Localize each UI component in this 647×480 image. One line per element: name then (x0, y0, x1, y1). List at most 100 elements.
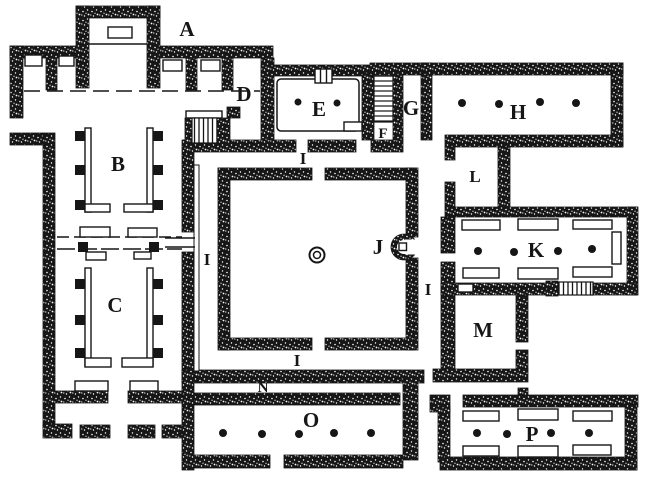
room-label-k: K (528, 238, 545, 262)
column-dot (258, 430, 266, 438)
wall (361, 72, 375, 141)
wall (226, 106, 241, 119)
wall (42, 132, 56, 429)
wall (45, 57, 58, 91)
wall (462, 394, 639, 408)
k-stair-newel (545, 280, 559, 297)
wall (444, 134, 624, 148)
passage-step (79, 226, 111, 238)
bath-steps (314, 68, 333, 84)
wall (184, 117, 193, 144)
column-dot (495, 100, 503, 108)
passage-step (127, 227, 158, 238)
pilaster (149, 242, 159, 252)
column-dot (554, 247, 562, 255)
screen-foot (84, 203, 111, 213)
corridor-label-i-left: I (204, 250, 211, 269)
wall (432, 368, 529, 383)
screen-wall (84, 267, 92, 367)
altar (107, 26, 133, 39)
wall (181, 251, 195, 374)
column-dot (330, 429, 338, 437)
room-label-g: G (403, 96, 419, 120)
apse-niche-j (390, 233, 419, 261)
wall (146, 5, 161, 89)
fountain-outer (308, 246, 326, 264)
room-label-c: C (107, 293, 122, 317)
colonnade-line (193, 164, 200, 372)
pilaster (153, 200, 163, 210)
table (572, 219, 613, 230)
wall (181, 369, 425, 384)
column-dot (294, 98, 302, 106)
wall (497, 146, 511, 208)
pilaster (153, 348, 163, 358)
table (517, 218, 559, 231)
wall (219, 337, 313, 351)
screen-foot (121, 357, 154, 368)
room-label-a: A (179, 17, 195, 41)
wall (444, 206, 638, 218)
table (517, 267, 559, 280)
pilaster (75, 131, 85, 141)
nw-stairs (191, 117, 218, 144)
wall (217, 167, 313, 181)
altar (200, 59, 221, 72)
fountain-inner (312, 250, 322, 260)
screen-wall (84, 127, 92, 213)
pilaster (153, 165, 163, 175)
room-label-b: B (111, 152, 125, 176)
corridor-label-i-top: I (300, 149, 307, 168)
wall (324, 167, 416, 181)
wall (127, 424, 156, 439)
pilaster (75, 165, 85, 175)
corridor-label-i-bottom: I (294, 351, 301, 370)
passage-step (133, 251, 152, 260)
screen-wall (146, 127, 154, 213)
screen-foot (123, 203, 154, 213)
column-dot (572, 99, 580, 107)
wall (437, 406, 451, 463)
columns (219, 98, 596, 438)
wall (626, 206, 639, 296)
masonry-walls (9, 5, 639, 471)
threshold-step (129, 380, 159, 392)
pilaster (153, 131, 163, 141)
wall (47, 390, 109, 404)
wall (324, 337, 416, 351)
fittings (24, 26, 622, 458)
pilaster (75, 200, 85, 210)
wall (440, 216, 456, 254)
wall (370, 139, 404, 153)
pilaster (153, 315, 163, 325)
wall (439, 456, 638, 471)
pilaster (153, 279, 163, 289)
apse-opening (405, 239, 419, 255)
column-dot (458, 99, 466, 107)
wall (515, 349, 529, 371)
room-label-o: O (303, 408, 319, 432)
column-dot (588, 245, 596, 253)
wall (392, 74, 404, 141)
wall (444, 181, 456, 208)
wall (42, 423, 73, 439)
wall (283, 454, 404, 469)
wall (181, 369, 195, 471)
table (572, 444, 612, 456)
wall (79, 424, 111, 439)
k-stairs (557, 281, 594, 296)
apse-pedestal (398, 242, 408, 252)
altar (58, 55, 75, 67)
table (461, 219, 501, 231)
wall (187, 454, 271, 469)
column-dot (547, 429, 555, 437)
wall (216, 117, 231, 144)
room-label-m: M (473, 318, 493, 342)
table (462, 267, 500, 279)
table (572, 266, 613, 278)
table (611, 231, 622, 265)
column-dot (333, 99, 341, 107)
passage-step (85, 251, 107, 261)
